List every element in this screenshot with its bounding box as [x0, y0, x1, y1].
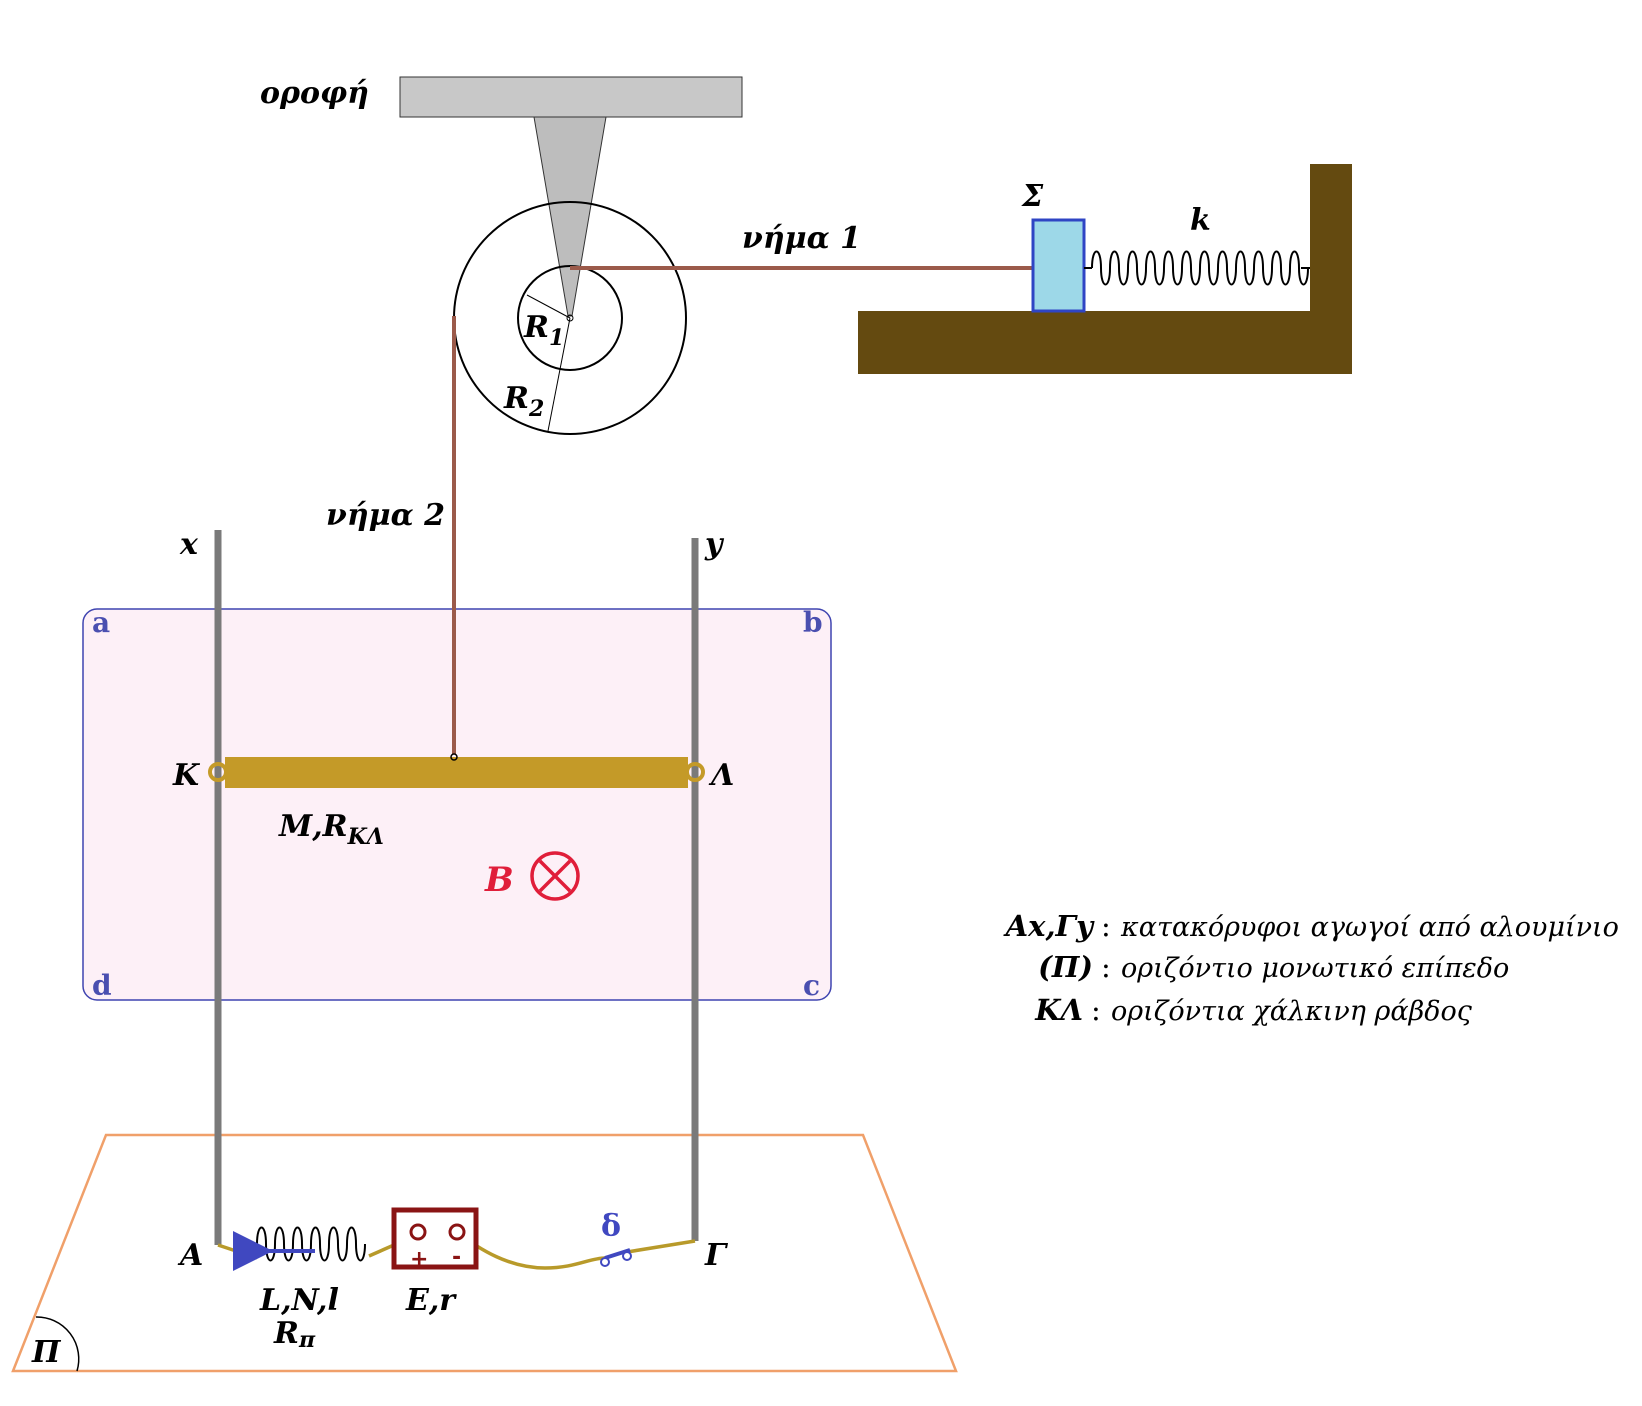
- battery: [391, 1207, 479, 1270]
- rail-x-label: x: [179, 527, 199, 562]
- corner-c-label: c: [803, 969, 820, 1002]
- legend-row-1: Αx,Γy: [1003, 909, 1095, 943]
- point-l-label: Λ: [708, 758, 734, 793]
- field-label: B: [484, 860, 514, 900]
- rod-label: M,RΚΛ: [278, 809, 384, 850]
- r2-label: R2: [503, 381, 544, 422]
- block-sigma-label: Σ: [1021, 179, 1044, 214]
- magnetic-field-region: [82, 608, 832, 1001]
- wooden-base: [858, 311, 1352, 374]
- legend-colon-1: :: [1101, 909, 1111, 943]
- insulating-plane: [11, 1133, 958, 1373]
- coil-inductor: [256, 1226, 366, 1262]
- switch: [600, 1248, 632, 1267]
- battery-terminal-plus: [409, 1223, 427, 1241]
- radius-r2-line: [547, 317, 571, 432]
- corner-d-label: d: [92, 969, 112, 1002]
- legend-colon-2: :: [1101, 950, 1111, 984]
- copper-rod: [225, 757, 688, 788]
- thread-2-label: νήμα 2: [326, 498, 445, 533]
- r1-label: R1: [523, 310, 564, 351]
- legend-text-1: κατακόρυφοι αγωγοί από αλουμίνιο: [1120, 912, 1619, 943]
- legend-row-2: (Π): [1038, 950, 1093, 984]
- spring-k-label: k: [1190, 203, 1211, 238]
- block-sigma: [1031, 218, 1086, 313]
- corner-a-label: a: [92, 606, 110, 639]
- field-into-page-icon: [530, 851, 580, 901]
- wooden-wall: [1310, 164, 1352, 374]
- point-k-label: Κ: [172, 758, 201, 793]
- coil-label-2: Rπ: [273, 1316, 316, 1353]
- rod-ring-l: [685, 762, 705, 782]
- battery-minus: -: [452, 1245, 461, 1270]
- thread-1-label: νήμα 1: [742, 221, 861, 256]
- battery-label: E,r: [405, 1283, 457, 1318]
- legend-text-3: οριζόντια χάλκινη ράβδος: [1111, 996, 1473, 1027]
- battery-terminal-minus: [448, 1223, 466, 1241]
- plane-label: Π: [31, 1335, 62, 1370]
- rod-ring-k: [208, 762, 228, 782]
- pulley-support: [533, 116, 607, 317]
- legend-text-2: οριζόντιο μονωτικό επίπεδο: [1121, 953, 1509, 984]
- rod-hook: [450, 753, 458, 761]
- legend: Αx,Γy : κατακόρυφοι αγωγοί από αλουμίνιο…: [1003, 909, 1619, 1027]
- point-g-label: Γ: [704, 1238, 729, 1273]
- rail-y-label: y: [704, 527, 725, 562]
- ceiling: [399, 76, 743, 118]
- corner-b-label: b: [803, 606, 823, 639]
- radius-r1-line: [526, 294, 571, 319]
- legend-colon-3: :: [1091, 993, 1101, 1027]
- pulley-axle: [566, 314, 574, 322]
- coil-label-1: L,N,l: [259, 1283, 339, 1318]
- battery-plus: +: [410, 1247, 428, 1272]
- spring-k: [1084, 250, 1310, 286]
- ceiling-label: οροφή: [260, 76, 369, 111]
- plane-angle-arc: [35, 1316, 80, 1372]
- legend-row-3: ΚΛ: [1034, 993, 1083, 1027]
- switch-label: δ: [601, 1209, 621, 1244]
- point-a-label: Α: [177, 1238, 203, 1273]
